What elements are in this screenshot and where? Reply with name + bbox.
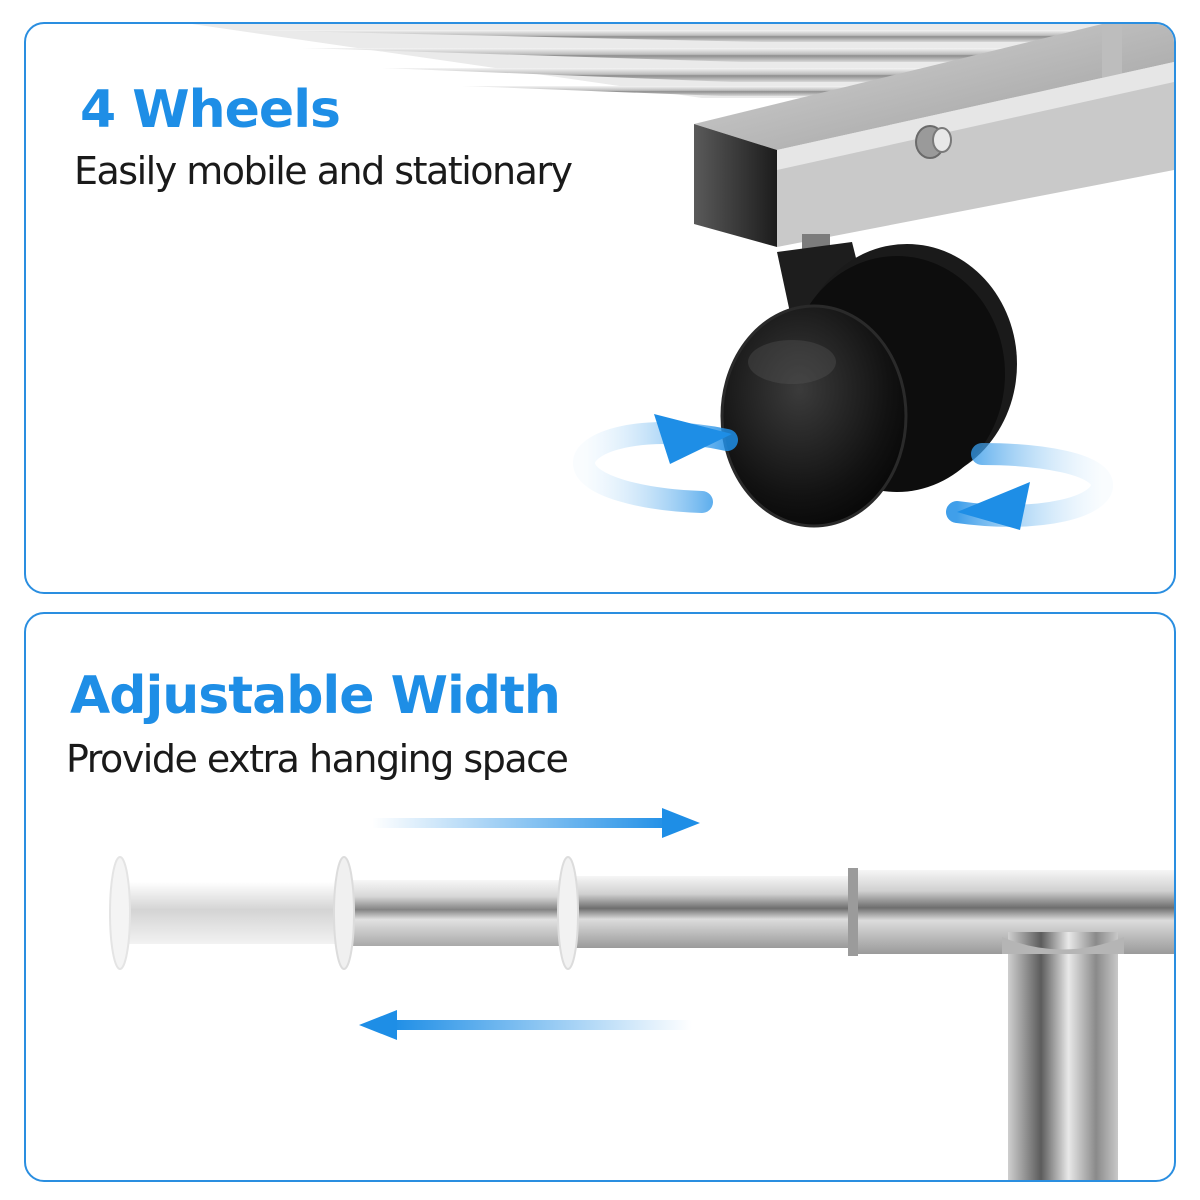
feature-title: Adjustable Width <box>70 666 561 726</box>
caster-wheel-icon <box>192 24 1174 530</box>
feature-panel-wheels: 4 Wheels Easily mobile and stationary <box>24 22 1176 594</box>
telescopic-rod-icon <box>109 808 1174 1180</box>
feature-subtitle: Provide extra hanging space <box>66 737 569 781</box>
feature-subtitle: Easily mobile and stationary <box>74 149 573 193</box>
feature-panel-width: Adjustable Width Provide extra hanging s… <box>24 612 1176 1182</box>
feature-title: 4 Wheels <box>80 80 341 140</box>
